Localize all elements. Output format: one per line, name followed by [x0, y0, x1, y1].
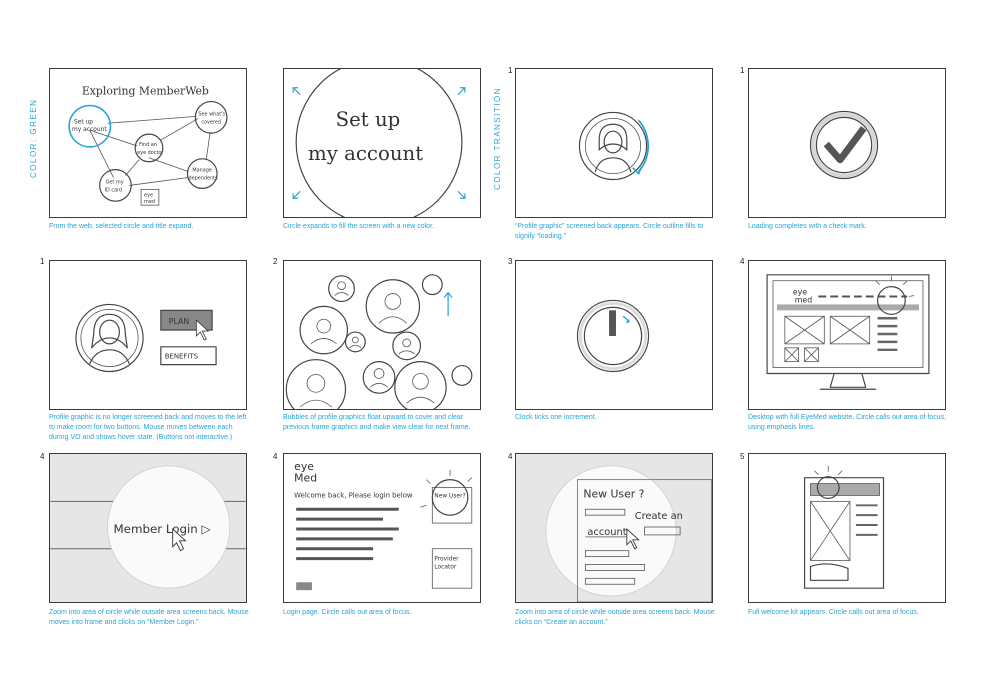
storyboard-panel-8: eye med	[748, 260, 946, 410]
login-logo-line1: eye	[294, 460, 314, 473]
frame-number-5: 1	[40, 257, 45, 266]
storyboard-panel-11: New User ? Create an account	[515, 453, 713, 603]
node-setup-line2: my account	[72, 127, 107, 133]
float-up-arrow	[443, 291, 453, 317]
loading-profile-sketch	[578, 111, 649, 181]
frame-number-6: 2	[273, 257, 278, 266]
caption-10: Login page. Circle calls out area of foc…	[283, 609, 412, 616]
node-manage-line2: dependents	[188, 176, 218, 182]
frame-number-12: 5	[740, 452, 745, 461]
caption-8: Desktop with full EyeMed website. Circle…	[748, 414, 947, 431]
logo-line1: eye	[144, 192, 153, 198]
frame-number-7: 3	[508, 257, 513, 266]
node-id-line1: Get my	[106, 179, 124, 185]
frame-number-9: 4	[40, 452, 45, 461]
welcome-kit-sketch	[803, 465, 885, 589]
login-logo-line2: Med	[294, 472, 317, 485]
clock-sketch	[576, 299, 650, 373]
storyboard-panel-5: PLAN BENEFITS	[49, 260, 247, 410]
mindmap-sketch: Exploring MemberWeb Set up my account Se…	[68, 85, 228, 206]
node-covered-line1: See what's	[198, 111, 225, 117]
login-new-user-text: New User?	[434, 493, 465, 499]
node-find-line2: eye doctor	[137, 150, 164, 156]
expanded-circle-sketch: Set up my account	[292, 69, 466, 217]
node-manage-line1: Manage	[192, 168, 212, 174]
desktop-logo-line2: med	[795, 295, 813, 304]
expand-arrows	[292, 87, 466, 199]
new-user-heading: New User ?	[583, 487, 644, 500]
storyboard-panel-9: Member Login ▷	[49, 453, 247, 603]
frame-number-10: 4	[273, 452, 278, 461]
storyboard-panel-3	[515, 68, 713, 218]
mindmap-title: Exploring MemberWeb	[82, 85, 209, 98]
storyboard-panel-6	[283, 260, 481, 410]
caption-6: Bubbles of profile graphics float upward…	[283, 414, 471, 431]
caption-2: Circle expands to fill the screen with a…	[283, 223, 434, 230]
desktop-logo-line1: eye	[793, 288, 808, 297]
cursor-icon	[626, 527, 640, 550]
checkmark-sketch	[809, 110, 879, 180]
caption-7: Clock ticks one increment.	[515, 414, 597, 421]
plan-button-label: PLAN	[169, 317, 190, 326]
create-account-link-line2: account	[587, 527, 626, 538]
color-green-label: COLOR: GREEN	[29, 98, 38, 178]
caption-4: Loading completes with a check mark.	[748, 223, 867, 230]
provider-line2: Locator	[434, 564, 457, 570]
frame-number-11: 4	[508, 452, 513, 461]
caption-3: “Profile graphic” screened back appears.…	[515, 223, 704, 240]
storyboard-panel-4	[748, 68, 946, 218]
cursor-icon	[172, 527, 187, 552]
caption-9: Zoom into area of circle while outside a…	[49, 609, 249, 626]
profile-buttons-sketch: PLAN BENEFITS	[75, 303, 217, 373]
setup-title-line1: Set up	[336, 108, 401, 131]
frame-number-4: 1	[740, 66, 745, 75]
caption-5: Profile graphic is no longer screened ba…	[49, 414, 247, 441]
login-page-sketch: eye Med Welcome back, Please login below…	[294, 460, 473, 591]
node-find-line1: Find an	[139, 142, 157, 148]
caption-11: Zoom into area of circle while outside a…	[515, 609, 715, 626]
caption-1: From the web, selected circle and title …	[49, 223, 194, 230]
login-welcome-text: Welcome back, Please login below	[294, 491, 413, 499]
node-setup-line1: Set up	[74, 119, 93, 125]
color-transition-label: COLOR TRANSITION	[493, 87, 502, 190]
floating-bubbles-sketch	[285, 274, 473, 409]
storyboard-panel-2: Set up my account	[283, 68, 481, 218]
provider-line1: Provider	[434, 557, 459, 563]
storyboard-panel-7	[515, 260, 713, 410]
storyboard-panel-12	[748, 453, 946, 603]
cursor-icon	[195, 319, 210, 341]
member-login-link: Member Login ▷	[113, 522, 211, 536]
benefits-button-label: BENEFITS	[165, 353, 198, 361]
node-id-line2: ID card	[105, 187, 123, 193]
desktop-sketch: eye med	[766, 274, 930, 390]
storyboard-panel-10: eye Med Welcome back, Please login below…	[283, 453, 481, 603]
frame-number-3: 1	[508, 66, 513, 75]
setup-title-line2: my account	[308, 142, 423, 165]
create-account-zoom-sketch: New User ? Create an account	[545, 465, 712, 602]
node-covered-line2: covered	[201, 119, 221, 125]
frame-number-8: 4	[740, 257, 745, 266]
member-login-zoom-sketch: Member Login ▷	[50, 465, 246, 589]
storyboard-panel-1: Exploring MemberWeb Set up my account Se…	[49, 68, 247, 218]
caption-12: Full welcome kit appears. Circle calls o…	[748, 609, 919, 616]
logo-line2: med	[144, 199, 155, 205]
create-account-link-line1: Create an	[635, 511, 683, 522]
